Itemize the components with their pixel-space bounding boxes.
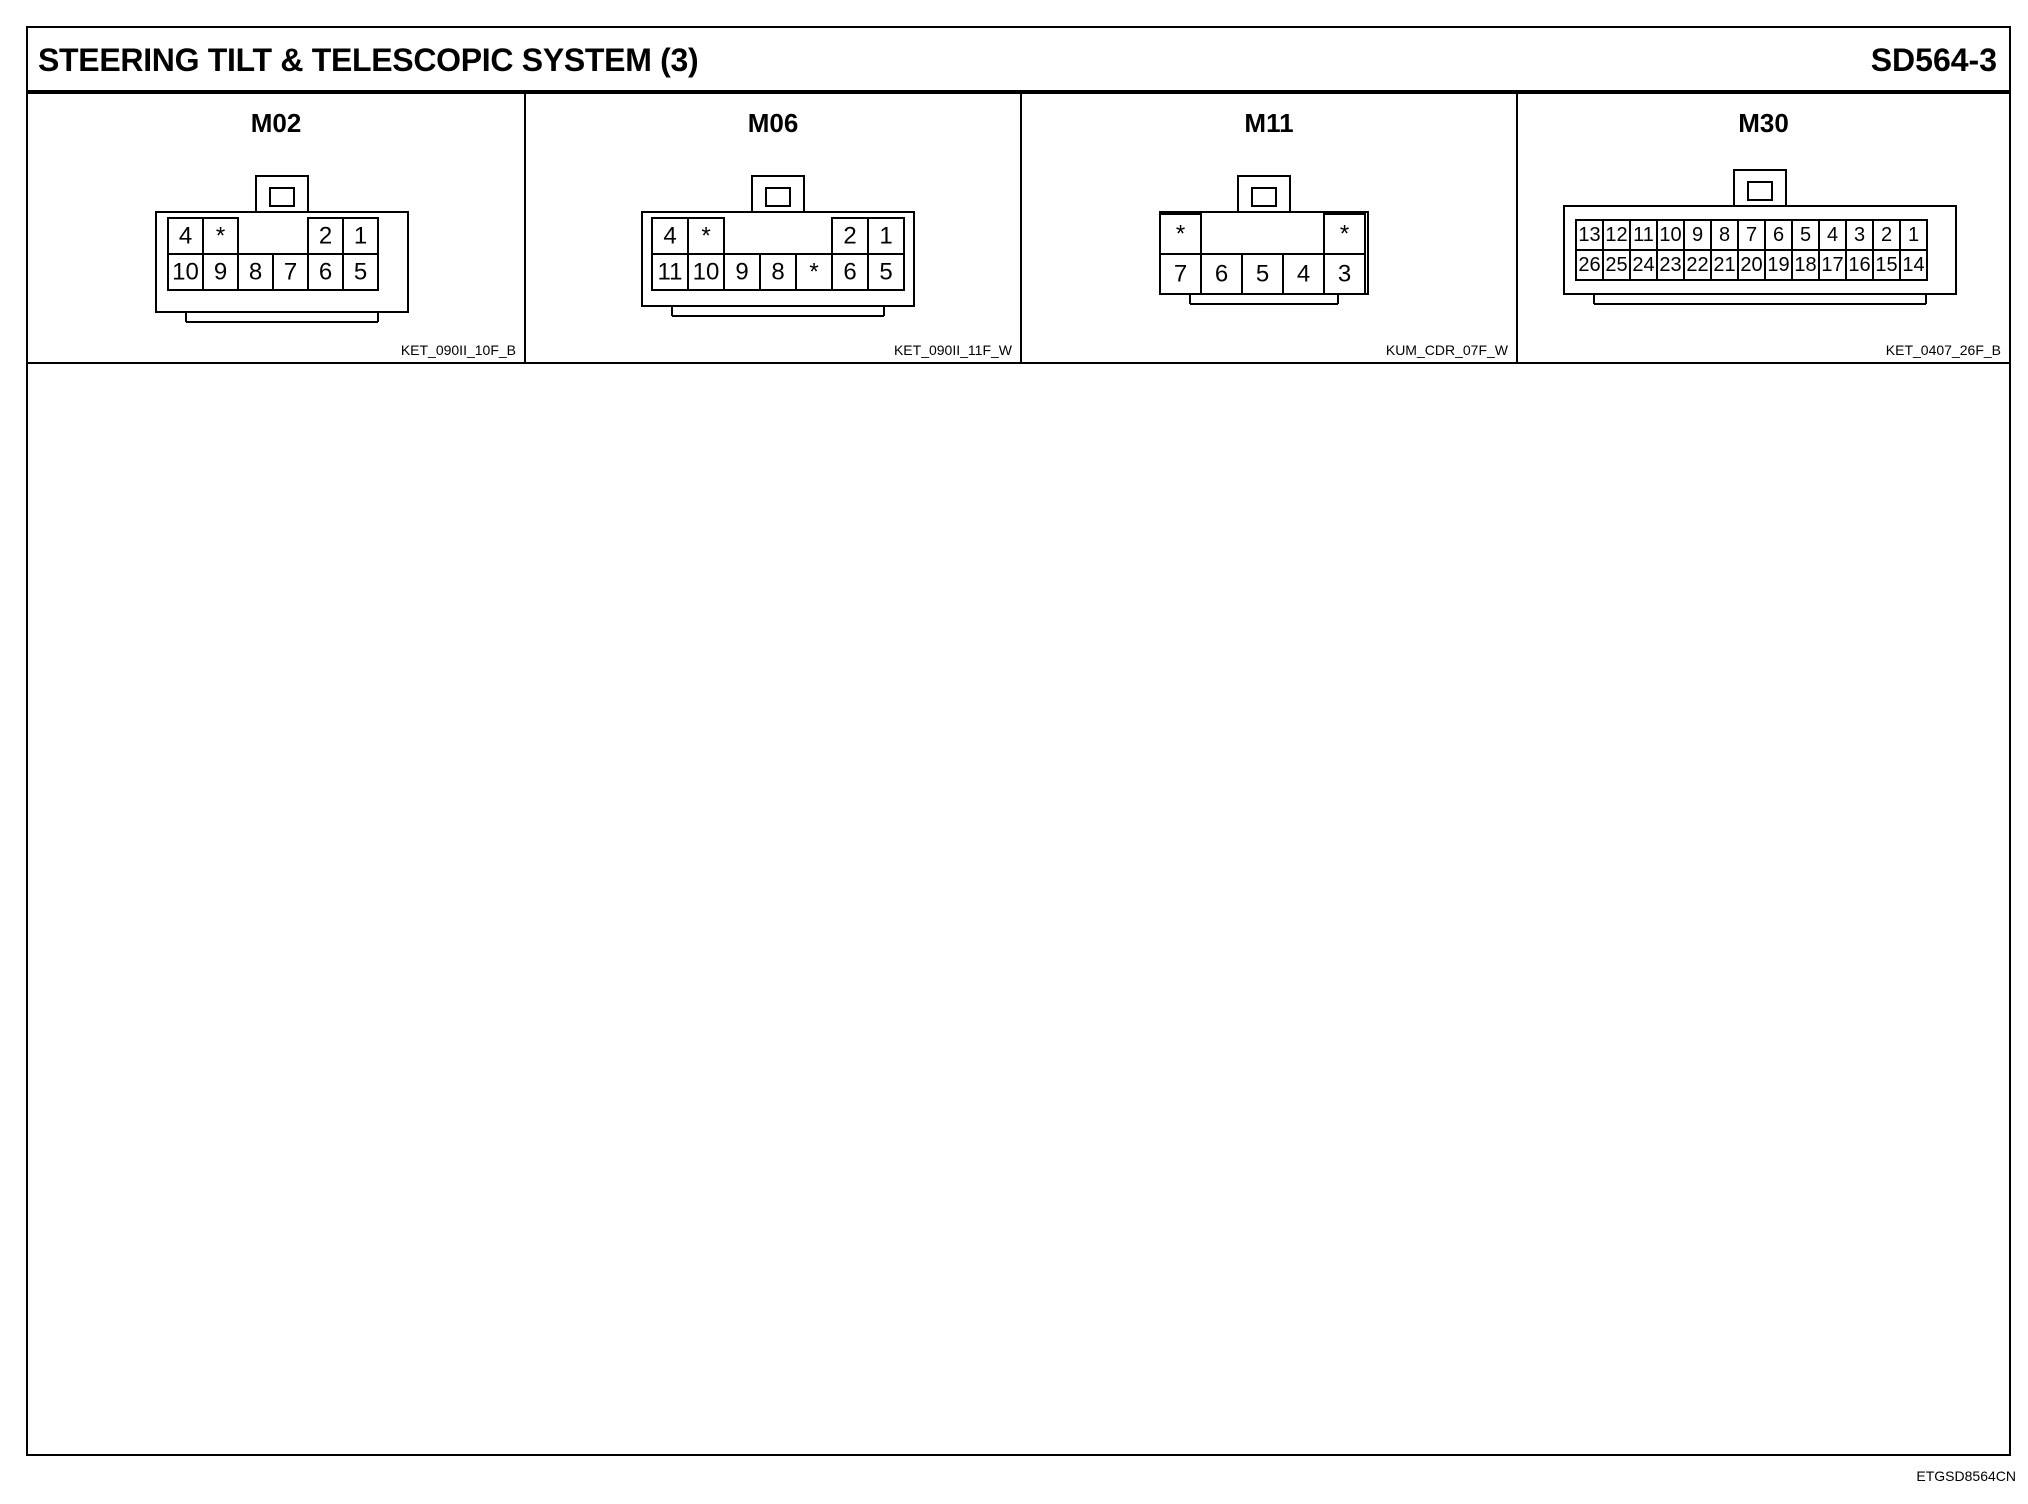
connector-outline	[1747, 181, 1773, 201]
pin-number: 9	[214, 259, 227, 286]
pin-number: 12	[1605, 224, 1627, 246]
pin-number: 5	[1800, 224, 1811, 246]
connector-diagram-m11: * * 7 6 5 4 3	[1159, 175, 1369, 305]
pin-number: 5	[1256, 261, 1269, 288]
connector-outline	[1323, 253, 1366, 295]
pin-number: 25	[1605, 254, 1627, 276]
pin-number: 18	[1794, 254, 1816, 276]
pin-number: 7	[284, 259, 297, 286]
connector-outline	[269, 187, 295, 207]
connector-outline	[342, 253, 379, 291]
pin-number: 16	[1848, 254, 1870, 276]
pin-number: 5	[879, 259, 892, 286]
connector-type-code: KUM_CDR_07F_W	[1385, 342, 1508, 358]
pin-number: 23	[1659, 254, 1681, 276]
pin-number: 1	[879, 223, 892, 250]
pin-number: 7	[1174, 261, 1187, 288]
pin-blank-marker: *	[701, 223, 710, 250]
pin-number: 2	[319, 223, 332, 250]
pin-number: 9	[1692, 224, 1703, 246]
connector-name: M06	[747, 108, 799, 138]
pin-blank-marker: *	[216, 223, 225, 250]
pin-number: 4	[1297, 261, 1310, 288]
pin-number: 14	[1902, 254, 1924, 276]
pin-blank-marker: *	[1176, 221, 1185, 248]
connector-outline	[867, 253, 905, 291]
pin-number: 2	[843, 223, 856, 250]
pin-number: 11	[658, 259, 683, 286]
connector-outline	[1733, 169, 1787, 207]
diagram-frame: STEERING TILT & TELESCOPIC SYSTEM (3) SD…	[26, 26, 2011, 1456]
pin-number: 8	[1719, 224, 1730, 246]
page-code: SD564-3	[1870, 42, 1997, 78]
pin-number: 6	[1773, 224, 1784, 246]
pin-number: 21	[1713, 254, 1735, 276]
pin-number: 15	[1875, 254, 1897, 276]
pin-number: 3	[1338, 261, 1351, 288]
connector-type-code: KET_090II_10F_B	[400, 342, 516, 358]
page-header: STEERING TILT & TELESCOPIC SYSTEM (3) SD…	[28, 28, 2009, 94]
connector-outline	[1251, 187, 1277, 207]
connector-outline	[751, 175, 805, 213]
pin-blank-marker: *	[1340, 221, 1349, 248]
pin-number: 9	[735, 259, 748, 286]
pin-number: 10	[1659, 224, 1681, 246]
pin-number: 11	[1633, 224, 1654, 246]
connector-outline	[255, 175, 309, 213]
pin-number: 20	[1740, 254, 1762, 276]
connector-name: M02	[250, 108, 302, 138]
document-id: ETGSD8564CN	[1916, 1468, 2016, 1484]
connector-cell-m11: * * 7 6 5 4 3 M11 KUM_CDR_07F_W	[1020, 94, 1516, 362]
pin-number: 2	[1881, 224, 1892, 246]
connector-type-code: KET_090II_11F_W	[893, 342, 1012, 358]
pin-number: 5	[354, 259, 367, 286]
pin-number: 6	[1215, 261, 1228, 288]
pin-number: 24	[1632, 254, 1654, 276]
pin-number: 4	[179, 223, 192, 250]
pin-number: 7	[1746, 224, 1757, 246]
pin-number: 22	[1686, 254, 1708, 276]
pin-number: 4	[1827, 224, 1838, 246]
pin-number: 17	[1821, 254, 1843, 276]
pin-number: 10	[693, 259, 720, 286]
pin-blank-marker: *	[809, 259, 818, 286]
connector-outline	[1237, 175, 1291, 213]
connector-outline	[765, 187, 791, 207]
pin-number: 1	[354, 223, 367, 250]
pin-number: 13	[1578, 224, 1600, 246]
pin-number: 19	[1767, 254, 1789, 276]
pin-number: 4	[663, 223, 676, 250]
pin-number: 8	[771, 259, 784, 286]
connector-outline	[1899, 249, 1928, 281]
connector-name: M11	[1244, 108, 1294, 138]
pin-number: 10	[172, 259, 199, 286]
connector-name: M30	[1738, 108, 1789, 138]
pin-number: 3	[1854, 224, 1865, 246]
pin-number: 6	[319, 259, 332, 286]
pin-number: 6	[843, 259, 856, 286]
connector-type-code: KET_0407_26F_B	[1885, 342, 2001, 358]
pin-number: 26	[1578, 254, 1600, 276]
pin-number: 8	[249, 259, 262, 286]
page-title: STEERING TILT & TELESCOPIC SYSTEM (3)	[38, 42, 699, 78]
pin-number: 1	[1908, 224, 1919, 246]
